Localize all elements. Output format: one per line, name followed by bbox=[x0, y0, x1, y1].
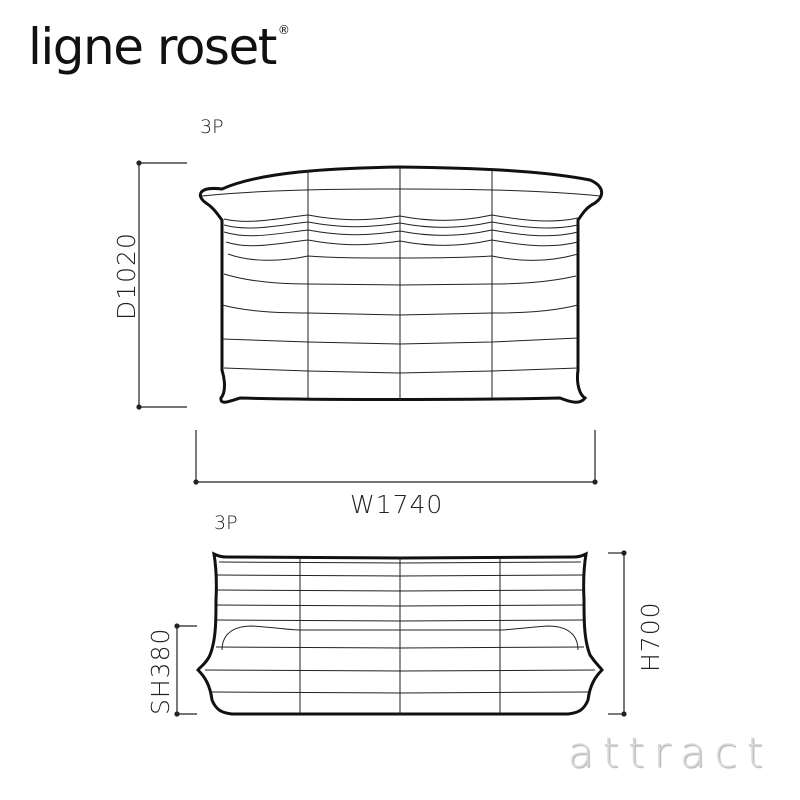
trademark-symbol: ® bbox=[277, 23, 290, 37]
watermark: attract bbox=[567, 728, 772, 777]
height-dimension-line bbox=[608, 550, 627, 717]
sofa-front-outline bbox=[196, 551, 604, 716]
width-dimension-line bbox=[193, 430, 598, 485]
brand-name: ligne roset bbox=[28, 18, 277, 76]
depth-dimension-line bbox=[136, 160, 187, 410]
width-dimension-label: W1740 bbox=[350, 490, 444, 519]
front-view-label: 3P bbox=[214, 512, 238, 534]
sofa-top-outline bbox=[198, 165, 604, 404]
brand-logo: ligne roset® bbox=[28, 22, 290, 72]
top-view-label: 3P bbox=[200, 116, 224, 138]
seat-height-dimension-line bbox=[174, 623, 197, 717]
